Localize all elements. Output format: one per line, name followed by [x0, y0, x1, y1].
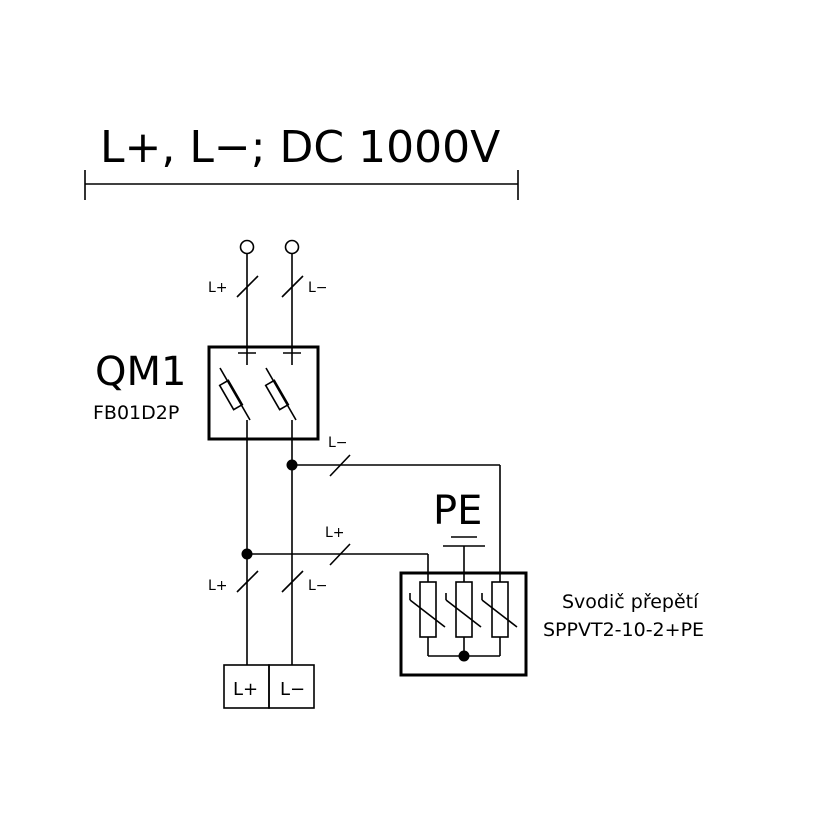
wire-tap-plus-tick: [329, 543, 351, 566]
output-terminal-plus-label: L+: [233, 679, 258, 700]
surge-arrester-box: [399, 571, 528, 677]
breaker-model: FB01D2P: [93, 402, 179, 424]
ground-icon: [443, 536, 485, 582]
output-terminal-minus-label: L−: [280, 679, 305, 700]
breaker-name: QM1: [95, 349, 186, 395]
output-terminal-minus: [268, 664, 315, 709]
arrester-common-bus: [427, 637, 501, 662]
wire-label-out-plus: L+: [208, 578, 228, 594]
input-terminal-minus: [284, 239, 300, 255]
breaker-qm1-box: [207, 345, 320, 441]
varistor-pe: [445, 581, 482, 638]
title-label: L+, L−; DC 1000V: [100, 122, 500, 173]
input-terminal-plus: [239, 239, 255, 255]
wire-label-out-minus: L−: [308, 578, 328, 594]
surge-arrester-model: SPPVT2-10-2+PE: [543, 619, 704, 641]
breaker-pole-plus: [218, 352, 256, 439]
wire-out-plus-tick: [236, 570, 259, 593]
wire-label-tap-minus: L−: [328, 435, 348, 451]
wire-tap-minus-tick: [329, 454, 351, 477]
wire-out-minus-tick: [281, 570, 304, 593]
wire-in-minus-tick: [281, 275, 304, 298]
title-bracket: [84, 170, 519, 200]
varistor-minus: [481, 581, 518, 638]
wire-label-in-minus: L−: [308, 280, 328, 296]
wire-label-tap-plus: L+: [325, 525, 345, 541]
varistor-plus: [409, 581, 446, 638]
breaker-pole-minus: [264, 352, 301, 439]
wire-label-in-plus: L+: [208, 280, 228, 296]
surge-arrester-label: Svodič přepětí: [562, 591, 699, 613]
wire-in-plus-tick: [236, 275, 259, 298]
ground-label: PE: [433, 488, 482, 534]
